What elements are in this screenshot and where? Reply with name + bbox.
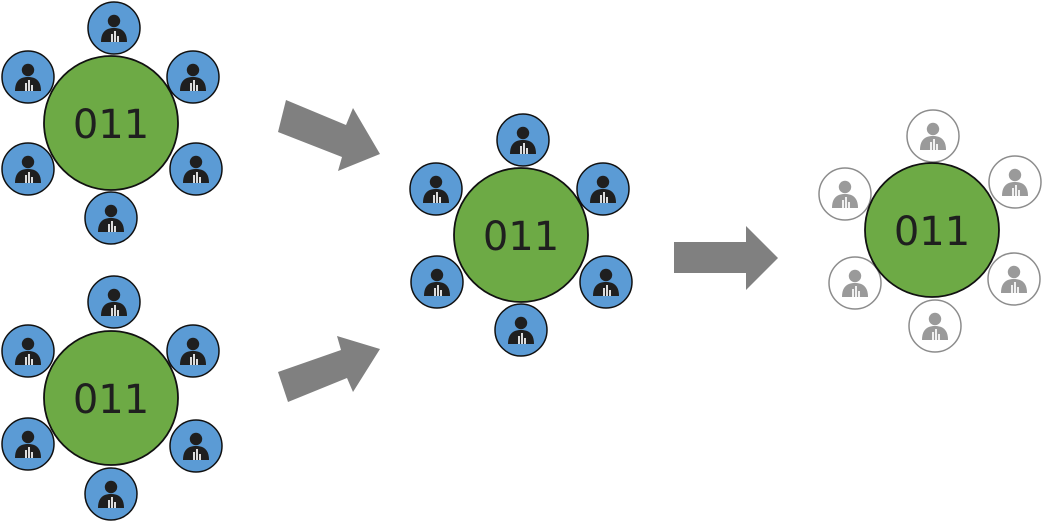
- arrow-bottom-left-to-middle: [278, 336, 380, 402]
- member-person: [87, 1, 141, 55]
- member-person: [410, 255, 464, 309]
- hub-circle: [864, 162, 1000, 298]
- member-person: [84, 467, 138, 521]
- member-person-faded: [818, 167, 872, 221]
- member-person: [409, 162, 463, 216]
- cluster-right: 011: [818, 109, 1042, 353]
- member-person: [166, 50, 220, 104]
- member-person: [1, 324, 55, 378]
- member-person: [1, 50, 55, 104]
- member-person-faded: [908, 299, 962, 353]
- member-person: [576, 162, 630, 216]
- cluster-bottom-left: 011: [1, 275, 223, 521]
- member-person-faded: [906, 109, 960, 163]
- cluster-top-left: 011: [1, 1, 223, 245]
- member-person: [579, 255, 633, 309]
- hub-circle: [43, 330, 179, 466]
- hub-circle: [453, 167, 589, 303]
- cluster-middle: 011: [409, 113, 633, 357]
- member-person: [494, 303, 548, 357]
- member-person: [84, 191, 138, 245]
- member-person: [1, 417, 55, 471]
- hub-circle: [43, 55, 179, 191]
- member-person-faded: [987, 252, 1041, 306]
- member-person: [169, 142, 223, 196]
- member-person: [1, 142, 55, 196]
- member-person: [166, 324, 220, 378]
- member-person-faded: [828, 256, 882, 310]
- arrow-shape: [278, 100, 380, 171]
- arrow-shape: [278, 336, 380, 402]
- arrow-middle-to-right: [674, 226, 778, 290]
- hub-label: 011: [483, 214, 559, 260]
- hub-label: 011: [73, 102, 149, 148]
- arrow-shape: [674, 226, 778, 290]
- arrow-top-left-to-middle: [278, 100, 380, 171]
- hub-label: 011: [73, 377, 149, 423]
- member-person: [87, 275, 141, 329]
- hub-label: 011: [894, 209, 970, 255]
- member-person: [496, 113, 550, 167]
- member-person-faded: [988, 155, 1042, 209]
- member-person: [169, 419, 223, 473]
